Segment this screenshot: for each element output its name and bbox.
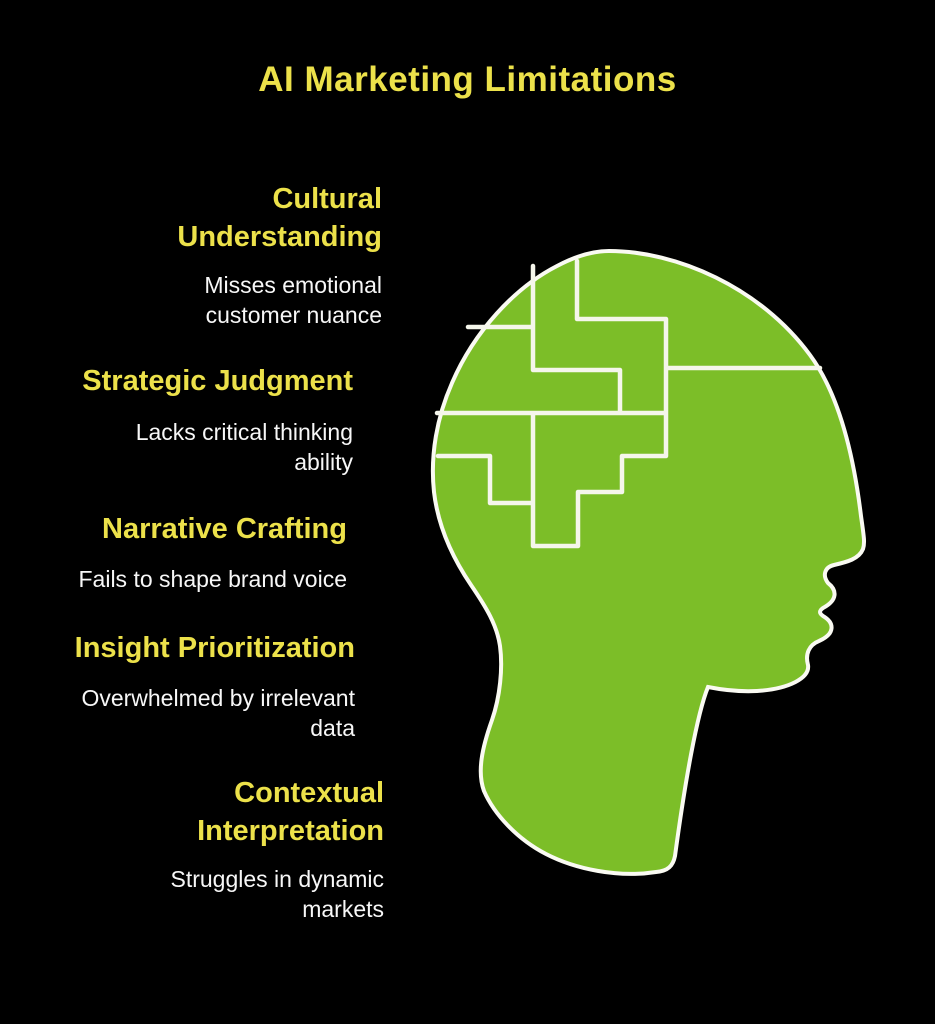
section-description: Misses emotional customer nuance [204, 272, 382, 328]
section-heading: Insight Prioritization [74, 632, 355, 664]
section-description: Struggles in dynamic markets [170, 866, 385, 922]
head-silhouette [430, 248, 867, 876]
puzzle-brain-lines [434, 258, 823, 549]
section-description: Lacks critical thinking ability [135, 419, 353, 475]
section-heading: Strategic Judgment [82, 365, 353, 397]
section-description: Overwhelmed by irrelevant data [81, 685, 355, 741]
section-heading: Narrative Crafting [102, 513, 347, 545]
section-heading: Contextual Interpretation [197, 777, 384, 847]
section-heading: Cultural Understanding [177, 183, 382, 253]
limitation-strategic-judgment: Strategic Judgment Lacks critical thinki… [82, 362, 353, 477]
limitation-contextual-interpretation: Contextual Interpretation Struggles in d… [171, 774, 385, 924]
section-description: Fails to shape brand voice [78, 566, 348, 592]
limitation-insight-prioritization: Insight Prioritization Overwhelmed by ir… [75, 629, 355, 743]
limitation-narrative-crafting: Narrative Crafting Fails to shape brand … [79, 510, 348, 594]
page-title: AI Marketing Limitations [258, 60, 677, 99]
limitation-cultural-understanding: Cultural Understanding Misses emotional … [177, 180, 382, 330]
